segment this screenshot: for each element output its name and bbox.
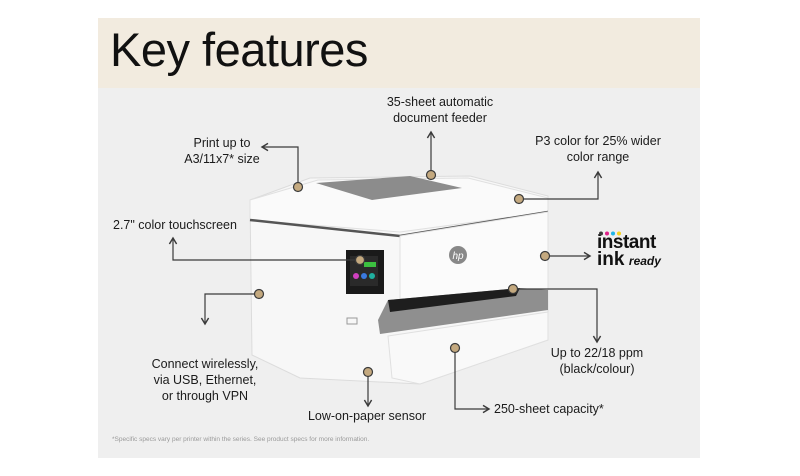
callout-dots xyxy=(253,169,551,378)
logo-text: ready xyxy=(628,254,661,268)
footnote: *Specific specs vary per printer within … xyxy=(112,436,370,443)
callout-line: Up to 22/18 ppm xyxy=(550,346,644,360)
callout-line: 35-sheet automatic xyxy=(386,95,494,109)
leader-lines xyxy=(168,130,603,414)
callout-line: via USB, Ethernet, xyxy=(153,373,257,387)
ink-dots xyxy=(599,231,621,236)
printer: hp xyxy=(249,175,549,385)
callout-line: document feeder xyxy=(393,111,487,125)
page-title: Key features xyxy=(110,23,368,76)
callout-line: (black/colour) xyxy=(559,362,635,376)
hp-logo: hp xyxy=(452,251,464,262)
callout-line: Connect wirelessly, xyxy=(151,357,259,371)
callout-connectivity: Connect wirelessly, via USB, Ethernet, o… xyxy=(145,356,265,404)
callout-line: or through VPN xyxy=(161,389,249,403)
callout-line: P3 color for 25% wider xyxy=(535,134,661,148)
callout-line: Print up to xyxy=(193,136,251,150)
callout-print-size: Print up to A3/11x7* size xyxy=(172,135,272,167)
instant-ink-logo: instant ink ready xyxy=(597,231,661,270)
callout-line: A3/11x7* size xyxy=(184,152,260,166)
header-band xyxy=(98,18,700,88)
callout-touchscreen: 2.7" color touchscreen xyxy=(113,218,237,232)
callout-capacity: 250-sheet capacity* xyxy=(494,402,604,416)
callout-p3-color: P3 color for 25% wider color range xyxy=(528,133,668,165)
logo-text: ink xyxy=(597,249,625,270)
logo-text: instant xyxy=(597,232,656,253)
callout-adf: 35-sheet automatic document feeder xyxy=(380,94,500,126)
callout-paper-sensor: Low-on-paper sensor xyxy=(307,409,427,423)
callout-line: color range xyxy=(566,150,630,164)
callout-print-speed: Up to 22/18 ppm (black/colour) xyxy=(537,345,657,377)
